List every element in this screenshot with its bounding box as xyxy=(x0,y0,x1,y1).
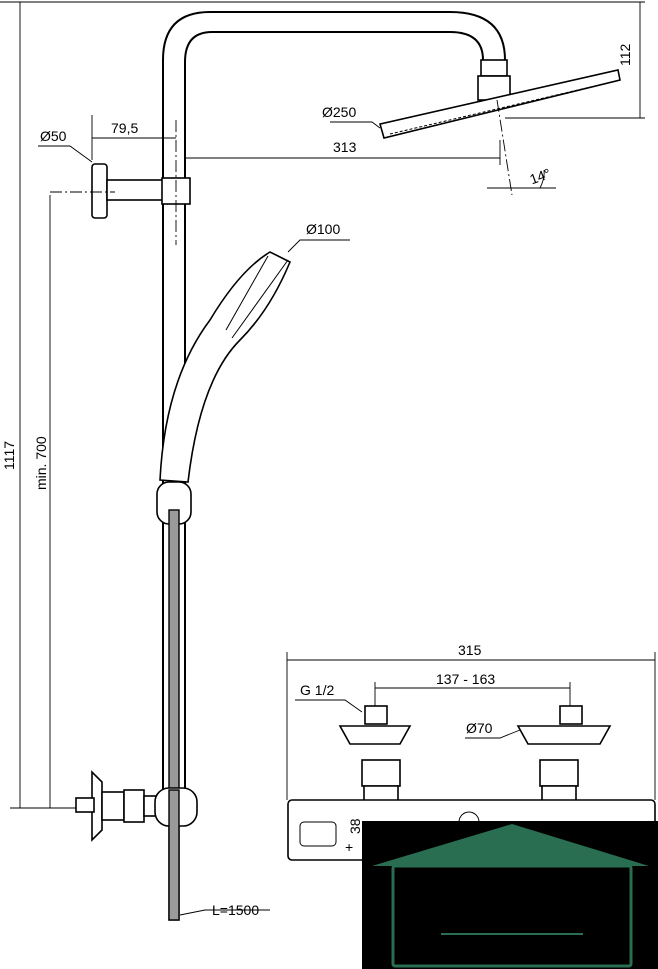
riser-rail-inner xyxy=(184,31,484,800)
head-angle-label: 14° xyxy=(527,165,552,187)
right-connector xyxy=(516,705,612,807)
hose-length-label: L=1500 xyxy=(212,902,259,918)
hand-shower xyxy=(159,251,292,483)
connection-spacing-label: 137 - 163 xyxy=(436,671,495,687)
arm-reach-label: 313 xyxy=(333,139,357,155)
total-height-label: 1117 xyxy=(1,441,17,470)
mixer-plus-mark: + xyxy=(345,839,353,855)
wall-bracket-plate xyxy=(91,163,108,219)
hand-shower-diameter-label: Ø100 xyxy=(306,221,340,237)
left-connector xyxy=(338,705,412,807)
min-height-label: min. 700 xyxy=(33,436,49,490)
logo-brand: Backyard xyxy=(475,909,548,925)
head-nut xyxy=(480,59,508,77)
mixer-button xyxy=(299,821,337,847)
backyard-logo: Backyard Everything you need for your ho… xyxy=(362,821,658,969)
logo-roof-icon xyxy=(372,824,649,866)
head-height-label: 112 xyxy=(617,43,633,66)
thread-label: G 1/2 xyxy=(300,682,334,698)
mixer-temp-mark: 38 xyxy=(347,818,363,834)
wall-bracket-arm xyxy=(106,179,164,201)
escutcheon-diameter-label: Ø70 xyxy=(466,720,493,736)
riser-rail xyxy=(162,11,506,800)
overhead-shower-head xyxy=(378,69,621,139)
outlet-body xyxy=(101,791,125,821)
outlet-thread xyxy=(75,797,95,813)
mixer-width-label: 315 xyxy=(458,642,482,658)
outlet-escutcheon xyxy=(91,770,103,842)
logo-tagline: Everything you need for your home xyxy=(405,941,620,957)
logo-house-frame xyxy=(391,864,633,968)
bracket-offset-label: 79,5 xyxy=(111,120,138,136)
bracket-diameter-label: Ø50 xyxy=(40,128,67,144)
outlet-nut xyxy=(123,789,145,823)
head-diameter-label: Ø250 xyxy=(322,104,356,120)
